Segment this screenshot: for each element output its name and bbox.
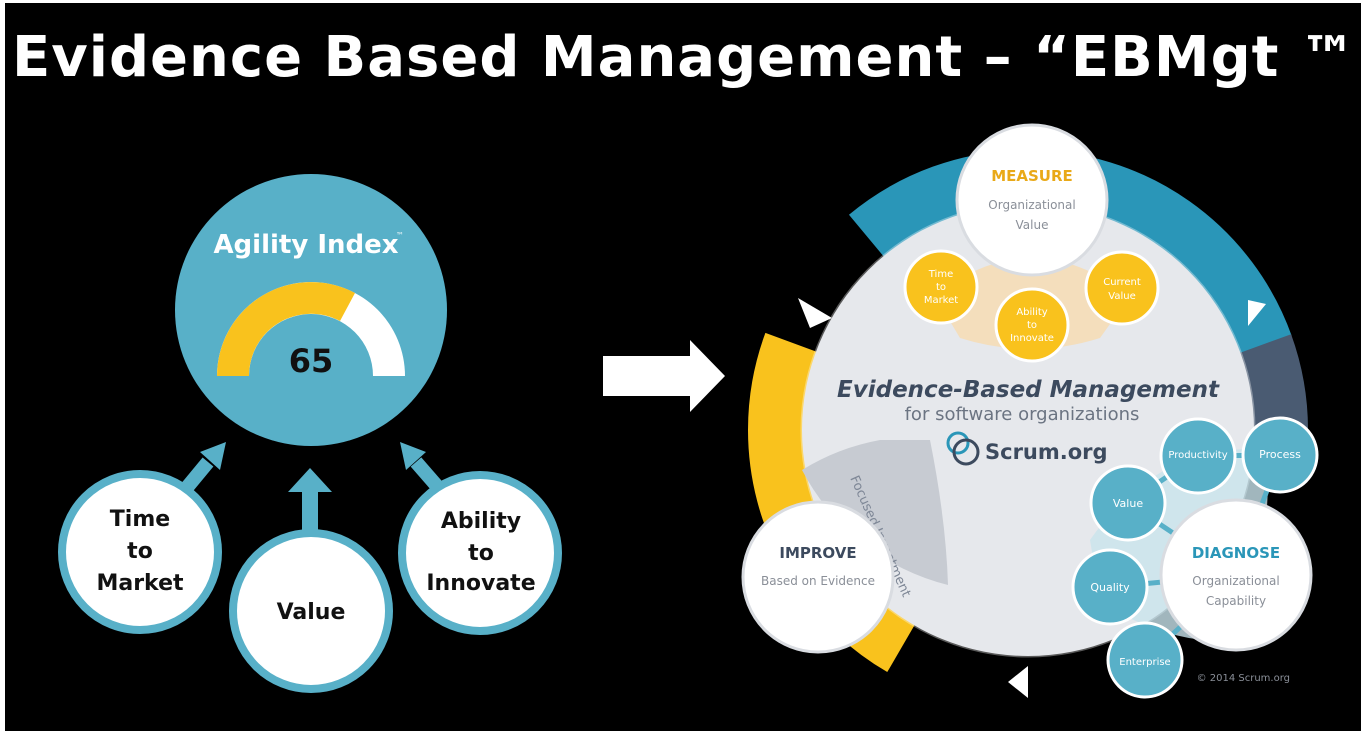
scrum-org-logo-icon xyxy=(946,431,980,466)
input-ability-line2: to xyxy=(468,541,494,566)
diagnose-item-enterprise xyxy=(1106,621,1184,699)
input-value-label: Value xyxy=(277,600,346,625)
right-arrow-icon xyxy=(603,340,725,412)
diagnose-enterprise-label: Enterprise xyxy=(1119,657,1170,668)
agility-index-title: Agility Index xyxy=(213,230,398,260)
input-ability-line3: Innovate xyxy=(426,571,535,596)
input-ability-line1: Ability xyxy=(441,509,521,534)
measure-items-area: Time to Market Ability to Innovate Curre… xyxy=(903,249,1160,363)
diagnose-item-process xyxy=(1241,416,1319,494)
diagnose-productivity-label: Productivity xyxy=(1168,450,1227,461)
input-time-to-market-line1: Time xyxy=(110,507,170,532)
ebm-center-text: Evidence-Based Management for software o… xyxy=(837,377,1220,466)
measure-node: MEASURE Organizational Value xyxy=(955,123,1109,277)
diagnose-item-quality xyxy=(1071,548,1149,626)
measure-item-time-to-market xyxy=(903,249,979,325)
input-value: Value xyxy=(229,529,393,693)
diagnose-quality-label: Quality xyxy=(1090,581,1130,594)
diagnose-item-productivity xyxy=(1159,417,1237,495)
measure-item-ttm-line1: Time xyxy=(928,269,953,280)
diagnose-line1: Organizational xyxy=(1192,574,1279,588)
measure-item-ttm-line2: to xyxy=(936,282,946,293)
improve-title: IMPROVE xyxy=(779,544,856,562)
gauge-fill xyxy=(217,282,355,376)
diagnose-process-label: Process xyxy=(1259,448,1301,461)
measure-item-cv-line2: Value xyxy=(1108,291,1135,302)
measure-ring-segment xyxy=(748,150,1308,710)
ebm-subtitle: for software organizations xyxy=(905,404,1140,425)
measure-item-ati-line3: Innovate xyxy=(1010,333,1054,344)
measure-item-ability-to-innovate xyxy=(994,287,1070,363)
ebm-title: Evidence-Based Management xyxy=(837,377,1220,403)
input-time-to-market-line2: to xyxy=(127,539,153,564)
diagnose-line2: Capability xyxy=(1206,594,1266,608)
improve-line1: Based on Evidence xyxy=(761,574,875,588)
measure-item-ttm-line3: Market xyxy=(924,295,958,306)
measure-item-ati-line1: Ability xyxy=(1016,307,1047,318)
agility-index-trademark: ™ xyxy=(396,231,404,240)
focused-investment-band xyxy=(802,440,948,585)
measure-item-current-value xyxy=(1084,250,1160,326)
scrum-org-brand: Scrum.org xyxy=(985,440,1108,464)
input-time-to-market-line3: Market xyxy=(96,571,184,596)
input-ability-to-innovate: Ability to Innovate xyxy=(398,471,562,635)
measure-line1: Organizational xyxy=(988,198,1075,212)
diagnose-node: DIAGNOSE Organizational Capability xyxy=(1159,498,1313,652)
ring-chevrons xyxy=(798,298,1266,698)
measure-title: MEASURE xyxy=(991,167,1073,185)
ebm-cycle-diagram: Focused Investment Time to Market Abilit… xyxy=(741,123,1319,710)
gauge-value: 65 xyxy=(289,342,334,380)
agility-gauge: 65 xyxy=(217,282,405,380)
diagnose-item-value xyxy=(1089,464,1167,542)
improve-node: IMPROVE Based on Evidence xyxy=(741,500,895,654)
arrow-value xyxy=(288,468,332,536)
measure-item-ati-line2: to xyxy=(1027,320,1037,331)
copyright-text: © 2014 Scrum.org xyxy=(1197,673,1290,684)
diagnose-value-label: Value xyxy=(1113,497,1143,510)
slide-title: Evidence Based Management – “EBMgt ™” xyxy=(12,25,1366,90)
agility-index-diagram: Agility Index ™ 65 Time to Market Value … xyxy=(58,174,562,693)
measure-line2: Value xyxy=(1016,218,1049,232)
input-time-to-market: Time to Market xyxy=(58,470,222,634)
measure-item-cv-line1: Current xyxy=(1103,277,1141,288)
diagnose-title: DIAGNOSE xyxy=(1192,544,1280,562)
